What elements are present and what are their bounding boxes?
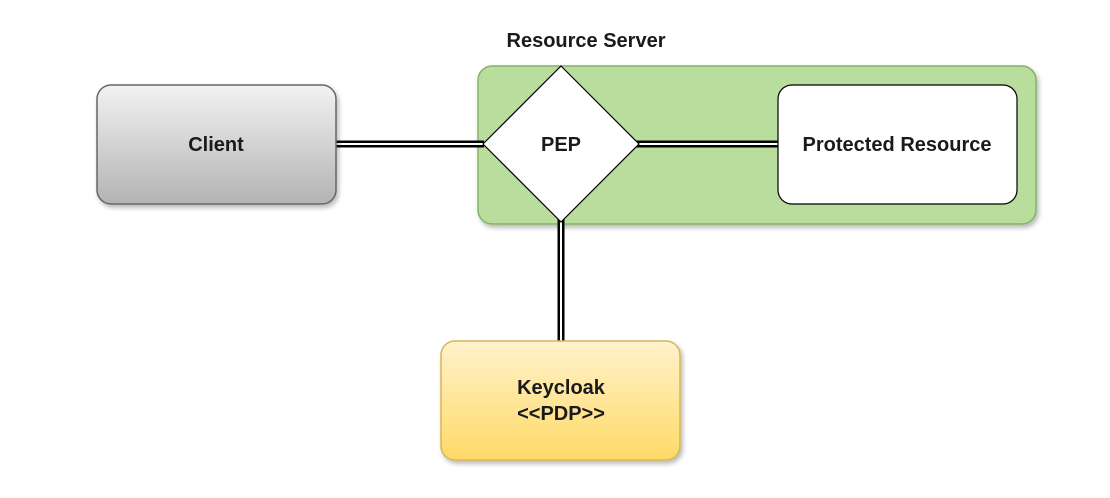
resource-server-title: Resource Server (507, 30, 666, 52)
protected-resource-node: Protected Resource (777, 84, 1018, 205)
keycloak-label: Keycloak (517, 377, 606, 399)
keycloak-node: Keycloak <<PDP>> (440, 340, 681, 461)
pep-label: PEP (541, 134, 581, 156)
protected-resource-label: Protected Resource (803, 134, 992, 156)
keycloak-pdp-label: <<PDP>> (517, 403, 605, 425)
client-node: Client (96, 84, 337, 205)
client-label: Client (188, 134, 244, 156)
pep-node: PEP (482, 65, 640, 223)
